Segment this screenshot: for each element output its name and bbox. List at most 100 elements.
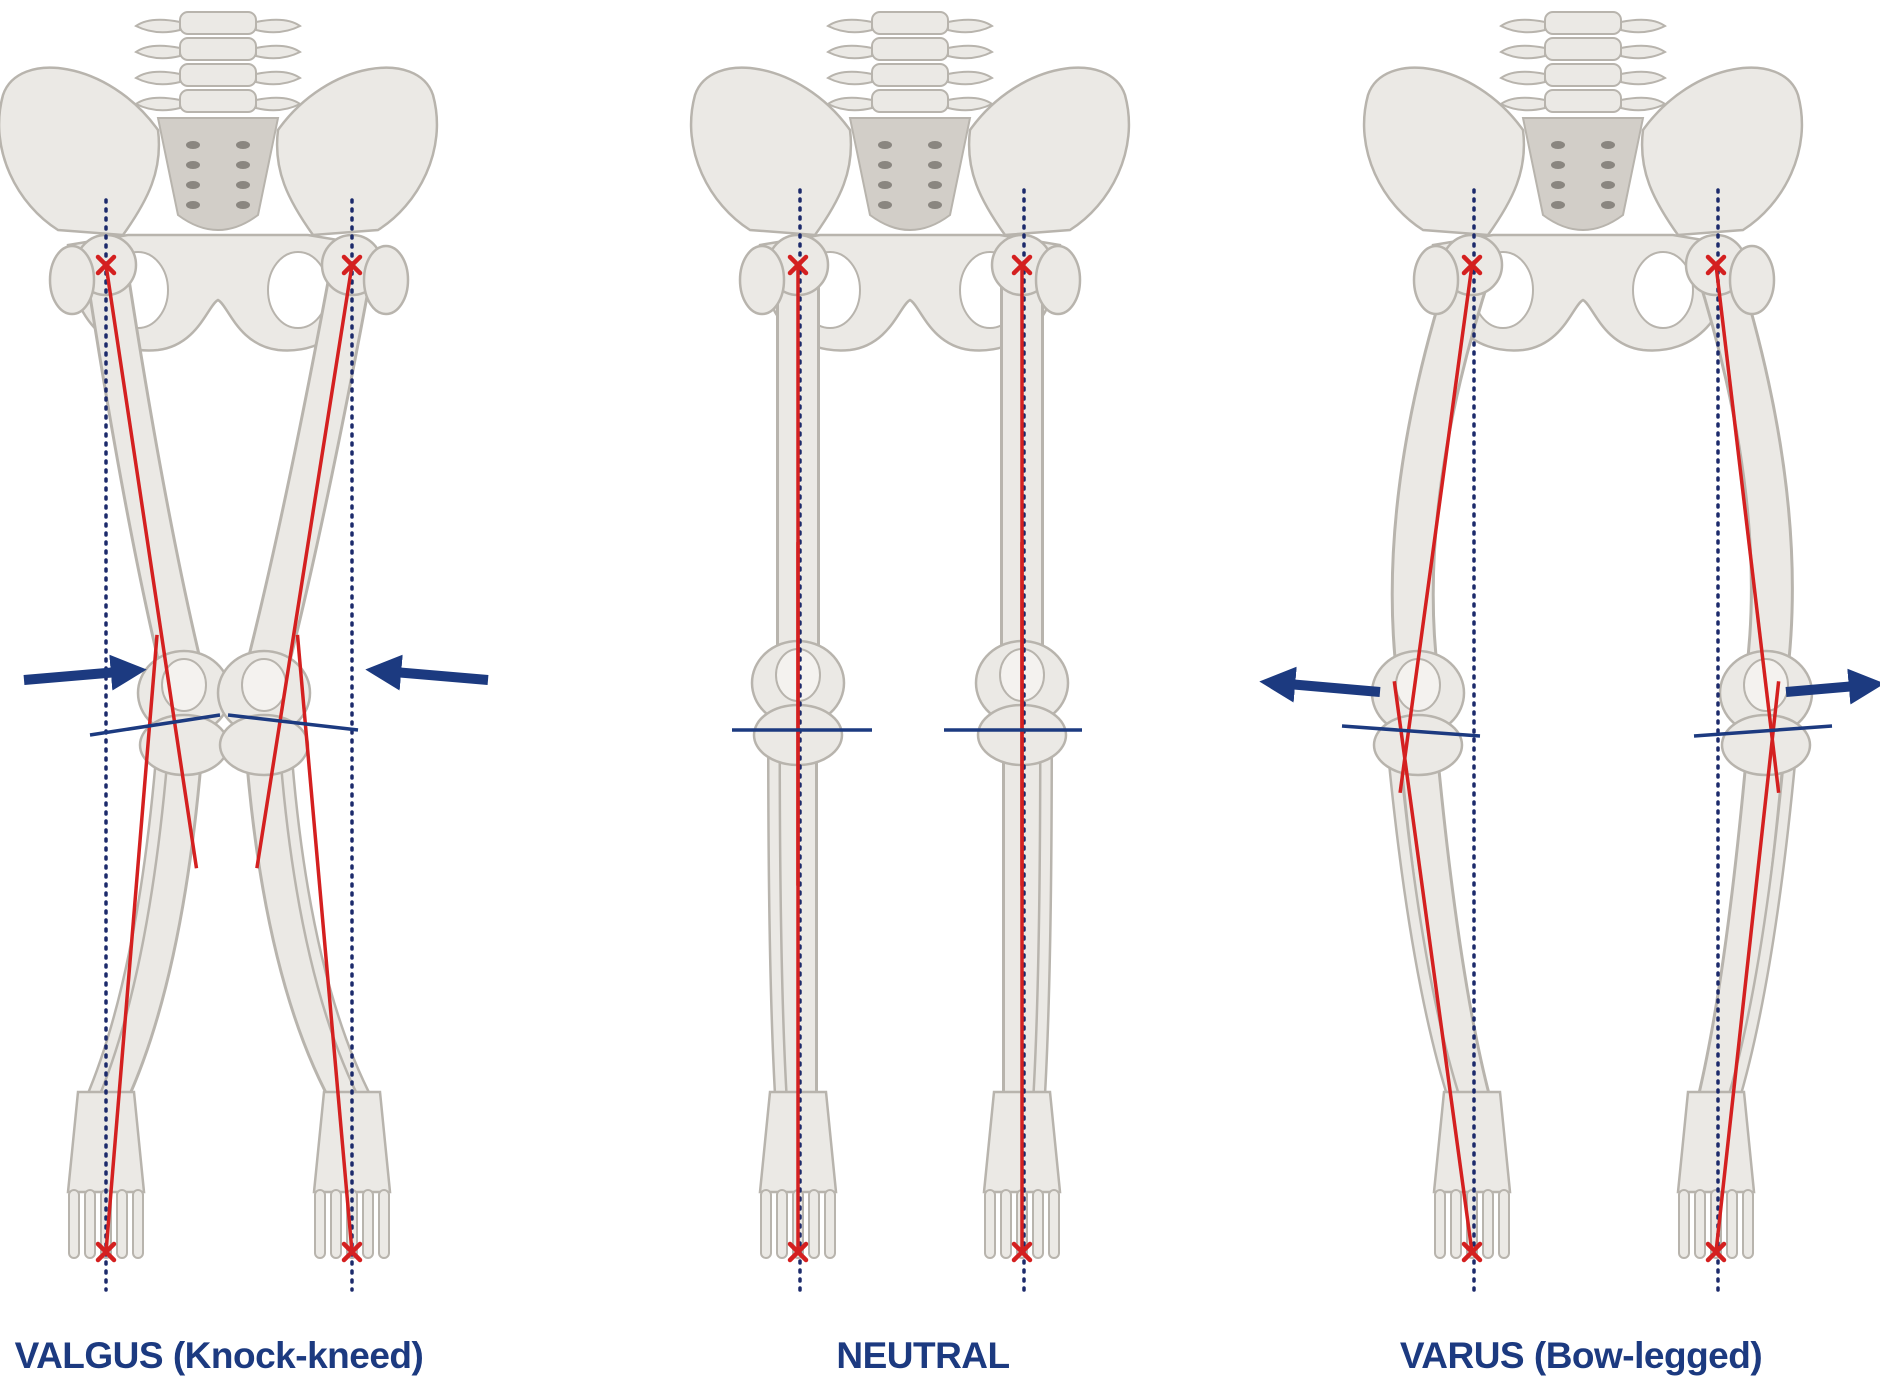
right-iliac-wing <box>277 68 437 235</box>
left-iliac-wing <box>1364 68 1524 235</box>
right-leg <box>1678 235 1812 1258</box>
vertebra <box>180 64 256 86</box>
toe <box>809 1190 819 1258</box>
sacral-foramen <box>186 181 200 189</box>
tarsals <box>314 1092 390 1192</box>
toe <box>761 1190 771 1258</box>
toe <box>1679 1190 1689 1258</box>
toe <box>1695 1190 1705 1258</box>
toe <box>985 1190 995 1258</box>
sacral-foramen <box>1551 181 1565 189</box>
right-leg <box>976 235 1080 1258</box>
sacral-foramen <box>928 161 942 169</box>
left-iliac-wing <box>691 68 851 235</box>
toe <box>1049 1190 1059 1258</box>
left-inward-arrow-icon <box>24 672 118 680</box>
tarsals <box>1678 1092 1754 1192</box>
valgus-panel <box>0 12 488 1290</box>
sacral-foramen <box>878 161 892 169</box>
sacral-foramen <box>236 181 250 189</box>
vertebra <box>180 90 256 112</box>
neutral-panel <box>691 12 1129 1290</box>
sacrum <box>158 118 278 230</box>
sacral-foramen <box>1601 141 1615 149</box>
toe <box>825 1190 835 1258</box>
sacral-foramen <box>878 141 892 149</box>
vertebra <box>872 38 948 60</box>
right-iliac-wing <box>1642 68 1802 235</box>
right-inward-arrow-icon <box>394 672 488 680</box>
sacrum <box>850 118 970 230</box>
vertebra <box>872 64 948 86</box>
toe <box>69 1190 79 1258</box>
toe <box>85 1190 95 1258</box>
left-leg <box>50 235 230 1258</box>
toe <box>1033 1190 1043 1258</box>
sacral-foramen <box>878 181 892 189</box>
sacral-foramen <box>186 161 200 169</box>
toe <box>133 1190 143 1258</box>
greater-trochanter <box>1414 246 1458 314</box>
vertebra <box>180 38 256 60</box>
tarsals <box>68 1092 144 1192</box>
valgus-label: VALGUS (Knock-kneed) <box>15 1335 424 1377</box>
vertebra <box>180 12 256 34</box>
toe <box>1499 1190 1509 1258</box>
sacral-foramen <box>928 181 942 189</box>
sacrum <box>1523 118 1643 230</box>
toe <box>1483 1190 1493 1258</box>
vertebra <box>1545 90 1621 112</box>
toe <box>379 1190 389 1258</box>
sacral-foramen <box>1601 181 1615 189</box>
sacral-foramen <box>1601 201 1615 209</box>
tibial-plateau <box>1374 715 1462 775</box>
sacral-foramen <box>236 161 250 169</box>
sacral-foramen <box>186 141 200 149</box>
varus-panel <box>1288 12 1856 1290</box>
vertebra <box>1545 12 1621 34</box>
toe <box>363 1190 373 1258</box>
tibial-plateau <box>1722 715 1810 775</box>
left-outward-arrow-icon <box>1288 684 1380 692</box>
sacral-foramen <box>928 141 942 149</box>
toe <box>117 1190 127 1258</box>
sacral-foramen <box>1551 141 1565 149</box>
right-obturator-foramen <box>1633 252 1693 328</box>
greater-trochanter <box>50 246 94 314</box>
toe <box>331 1190 341 1258</box>
vertebra <box>872 12 948 34</box>
vertebra <box>1545 38 1621 60</box>
greater-trochanter <box>1036 246 1080 314</box>
left-iliac-wing <box>0 68 159 235</box>
sacral-foramen <box>928 201 942 209</box>
sacral-foramen <box>1551 201 1565 209</box>
sacral-foramen <box>236 141 250 149</box>
right-leg <box>218 235 408 1258</box>
vertebra <box>872 90 948 112</box>
greater-trochanter <box>1730 246 1774 314</box>
right-iliac-wing <box>969 68 1129 235</box>
tarsals <box>1434 1092 1510 1192</box>
sacral-foramen <box>1601 161 1615 169</box>
toe <box>1435 1190 1445 1258</box>
patella <box>242 659 286 711</box>
sacral-foramen <box>1551 161 1565 169</box>
toe <box>315 1190 325 1258</box>
left-leg <box>740 235 844 1258</box>
sacral-foramen <box>236 201 250 209</box>
vertebra <box>1545 64 1621 86</box>
toe <box>1001 1190 1011 1258</box>
left-leg <box>1372 235 1510 1258</box>
right-outward-arrow-icon <box>1786 686 1856 692</box>
toe <box>1743 1190 1753 1258</box>
greater-trochanter <box>740 246 784 314</box>
sacral-foramen <box>878 201 892 209</box>
greater-trochanter <box>364 246 408 314</box>
femoral-axis-line <box>106 265 196 868</box>
sacral-foramen <box>186 201 200 209</box>
right-obturator-foramen <box>268 252 328 328</box>
toe <box>1727 1190 1737 1258</box>
toe <box>1451 1190 1461 1258</box>
neutral-label: NEUTRAL <box>836 1335 1009 1377</box>
